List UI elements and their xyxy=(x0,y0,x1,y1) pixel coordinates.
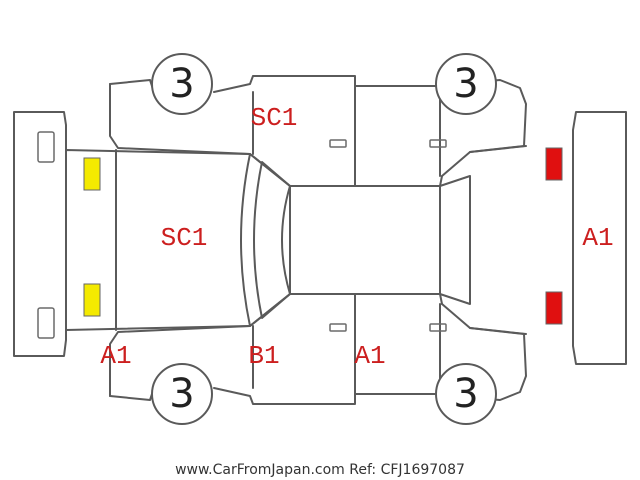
damage-code-front-bumper: A1 xyxy=(100,341,131,371)
tire-rear-left-grade: 3 xyxy=(453,61,478,107)
watermark-text: www.CarFromJapan.com Ref: CFJ1697087 xyxy=(175,462,465,478)
damage-code-hood: SC1 xyxy=(161,223,208,253)
tire-rear-left: 3 xyxy=(435,53,497,115)
tire-front-right-grade: 3 xyxy=(169,371,194,417)
damage-code-front-pillar: B1 xyxy=(248,341,279,371)
damage-code-rear-bumper: A1 xyxy=(582,223,613,253)
damage-code-left-side-top: SC1 xyxy=(251,103,298,133)
tire-rear-right-grade: 3 xyxy=(453,371,478,417)
tire-front-left: 3 xyxy=(151,53,213,115)
front-bumper-outline xyxy=(13,111,67,357)
tire-front-left-grade: 3 xyxy=(169,61,194,107)
rear-bumper-outline xyxy=(572,111,627,365)
tire-rear-right: 3 xyxy=(435,363,497,425)
headlight-right-marker xyxy=(83,283,101,317)
tire-front-right: 3 xyxy=(151,363,213,425)
headlight-left-marker xyxy=(83,157,101,191)
taillight-right-marker xyxy=(545,291,563,325)
car-body-outline xyxy=(65,75,527,405)
damage-code-left-side-bottom: A1 xyxy=(354,341,385,371)
taillight-left-marker xyxy=(545,147,563,181)
